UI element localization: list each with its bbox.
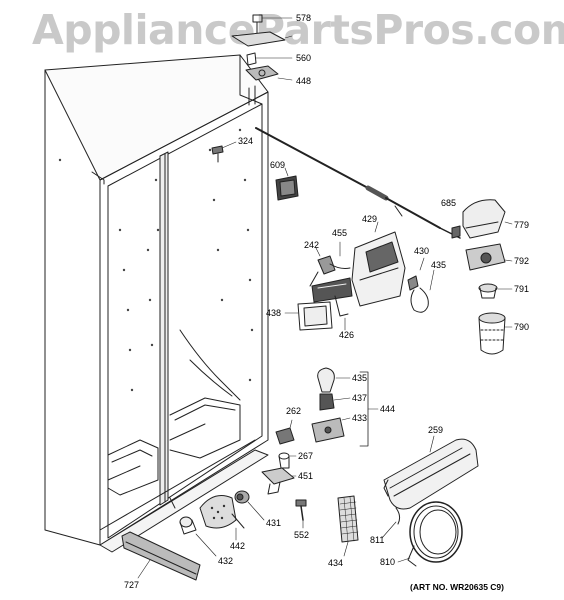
duct-259: [383, 435, 479, 510]
lens-438: [284, 301, 333, 331]
callout-685: 685: [441, 198, 457, 208]
light-box-429: [351, 221, 406, 307]
callout-435-lower: 435: [352, 373, 368, 383]
callout-560: 560: [296, 53, 312, 63]
filter-790: [478, 312, 513, 355]
callout-242: 242: [304, 240, 320, 250]
callout-434: 434: [328, 558, 344, 568]
callout-791: 791: [514, 284, 530, 294]
callout-444: 444: [380, 404, 396, 414]
lampholder-791: [478, 283, 513, 299]
screw-552: [295, 499, 307, 529]
callout-432: 432: [218, 556, 234, 566]
callout-448: 448: [296, 76, 312, 86]
connector-609: [275, 167, 299, 201]
clip-262: [275, 419, 295, 445]
watermark: AppliancePartsPros.com: [32, 6, 564, 54]
dial-442: [199, 495, 245, 541]
grille-434: [337, 495, 359, 557]
callout-790: 790: [514, 322, 530, 332]
callout-779: 779: [514, 220, 530, 230]
art-number: (ART NO. WR20635 C9): [410, 582, 504, 592]
callout-811: 811: [370, 535, 385, 545]
callout-552: 552: [294, 530, 310, 540]
heater-810: [381, 501, 463, 567]
callout-451: 451: [298, 471, 314, 481]
callout-609: 609: [270, 160, 286, 170]
callout-431: 431: [266, 518, 282, 528]
cable-harness: [255, 127, 461, 239]
callout-810: 810: [380, 557, 396, 567]
callout-267: 267: [298, 451, 314, 461]
callout-429: 429: [362, 214, 378, 224]
knob-431: [234, 490, 265, 521]
callout-578: 578: [296, 13, 312, 23]
socket-assembly-444: [311, 367, 379, 447]
callout-442: 442: [230, 541, 246, 551]
bulb-upper: [407, 257, 435, 313]
knob-432: [179, 516, 217, 557]
bracket-451: [261, 467, 297, 495]
bracket-426: [334, 295, 349, 331]
callout-437: 437: [352, 393, 368, 403]
cabinet-body: [44, 54, 269, 553]
cover-779: [451, 199, 513, 239]
callout-455: 455: [332, 228, 348, 238]
callout-438: 438: [266, 308, 282, 318]
kickplate-727: [121, 531, 201, 581]
switch-assembly: [309, 241, 353, 303]
callout-259: 259: [428, 425, 444, 435]
callout-430: 430: [414, 246, 430, 256]
hinge-assembly: [231, 14, 293, 81]
housing-792: [465, 243, 513, 271]
callout-262: 262: [286, 406, 302, 416]
grommet-267: [278, 452, 297, 469]
callout-324: 324: [238, 136, 254, 146]
callout-727: 727: [124, 580, 140, 590]
callout-426: 426: [339, 330, 355, 340]
callout-433: 433: [352, 413, 368, 423]
callout-435-upper: 435: [431, 260, 447, 270]
screw-324: [211, 141, 237, 163]
callout-792: 792: [514, 256, 530, 266]
